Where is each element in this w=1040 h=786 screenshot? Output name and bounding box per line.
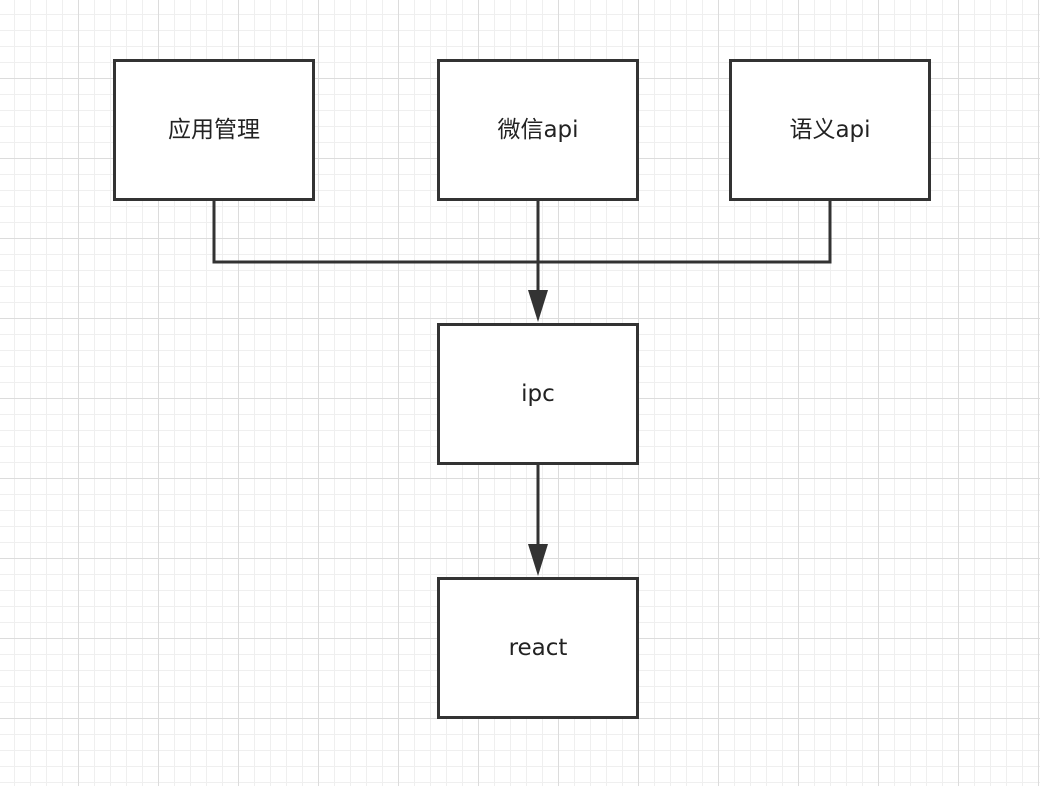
node-app-management[interactable]: 应用管理 [113, 59, 315, 201]
arrowhead-into-ipc [528, 290, 548, 322]
node-react[interactable]: react [437, 577, 639, 719]
edge-semantic-api-to-ipc [538, 200, 832, 264]
node-ipc[interactable]: ipc [437, 323, 639, 465]
edge-app-mgmt-to-ipc [212, 200, 538, 264]
node-label-wechat-api: 微信api [497, 116, 579, 143]
node-label-app-management: 应用管理 [168, 116, 260, 143]
node-label-semantic-api: 语义api [789, 116, 871, 143]
node-wechat-api[interactable]: 微信api [437, 59, 639, 201]
node-label-react: react [508, 634, 568, 661]
node-label-ipc: ipc [521, 380, 555, 407]
arrowhead-into-react [528, 544, 548, 576]
node-semantic-api[interactable]: 语义api [729, 59, 931, 201]
